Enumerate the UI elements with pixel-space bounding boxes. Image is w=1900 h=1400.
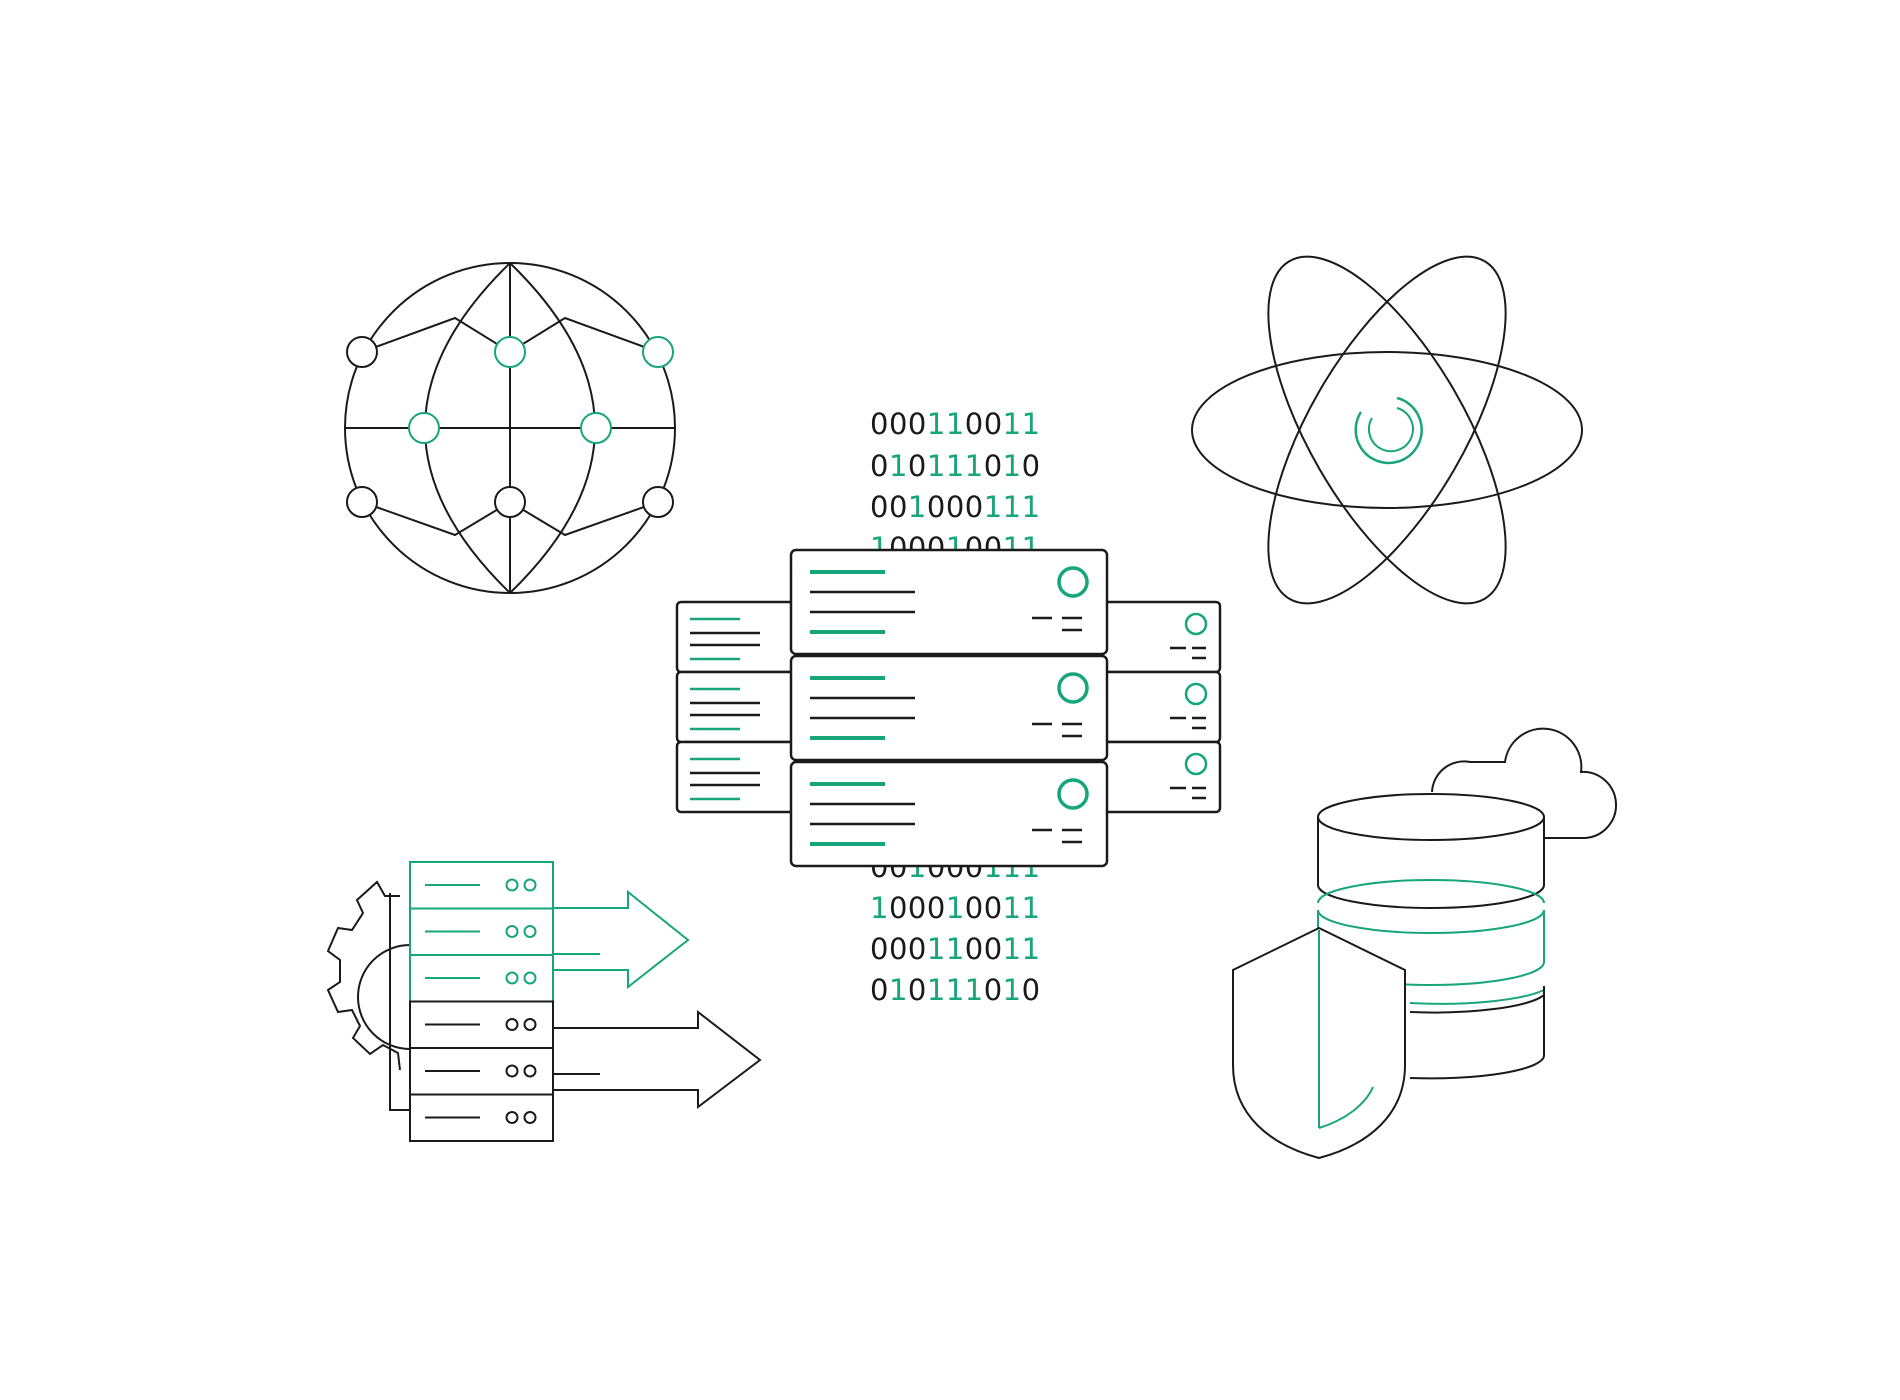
status-light-icon <box>523 1111 537 1124</box>
binary-row: 010111010 <box>870 973 1041 1007</box>
cloud-icon <box>1431 727 1617 839</box>
network-node <box>346 336 378 368</box>
binary-row: 100010011 <box>870 891 1041 925</box>
status-light-icon <box>1184 682 1208 706</box>
server-unit <box>675 600 799 674</box>
network-node <box>494 486 526 518</box>
globe-network-icon <box>344 262 676 594</box>
binary-row: 010111010 <box>870 449 1041 483</box>
server-unit <box>789 548 1109 656</box>
network-node <box>494 336 526 368</box>
database-icon <box>1317 793 1546 1080</box>
export-arrow-icon <box>553 1009 762 1110</box>
server-unit <box>1093 600 1222 674</box>
status-light-icon <box>523 971 537 985</box>
status-light-icon <box>1184 612 1208 636</box>
status-light-icon <box>505 971 519 985</box>
status-light-icon <box>1057 778 1089 810</box>
server-unit <box>789 654 1109 762</box>
status-light-icon <box>1184 752 1208 776</box>
binary-row: 001000111 <box>870 490 1041 524</box>
server-rack-icon <box>675 548 1222 868</box>
status-light-icon <box>505 878 519 892</box>
cloud-database-shield-icon <box>1232 727 1617 1160</box>
server-unit <box>409 1093 554 1142</box>
network-node <box>580 412 612 444</box>
status-light-icon <box>523 1018 537 1031</box>
nucleus-icon <box>1354 396 1423 465</box>
gear-icon <box>326 880 401 1071</box>
server-unit <box>675 670 799 744</box>
status-light-icon <box>1057 672 1089 704</box>
server-unit <box>1093 740 1222 814</box>
server-unit <box>789 760 1109 868</box>
status-light-icon <box>1057 566 1089 598</box>
server-unit <box>675 740 799 814</box>
binary-row: 000110011 <box>870 932 1041 966</box>
export-arrow-icon <box>553 889 690 990</box>
status-light-icon <box>523 1064 537 1078</box>
status-light-icon <box>505 1018 519 1031</box>
network-node <box>642 486 674 518</box>
server-unit <box>1093 670 1222 744</box>
gear-server-export-icon <box>326 861 762 1142</box>
status-light-icon <box>505 925 519 938</box>
atom-icon <box>1191 255 1583 605</box>
status-light-icon <box>523 878 537 892</box>
status-light-icon <box>505 1064 519 1078</box>
status-light-icon <box>505 1111 519 1124</box>
network-node <box>642 336 674 368</box>
network-node <box>346 486 378 518</box>
network-node <box>408 412 440 444</box>
status-light-icon <box>523 925 537 938</box>
binary-row: 000110011 <box>870 407 1041 441</box>
